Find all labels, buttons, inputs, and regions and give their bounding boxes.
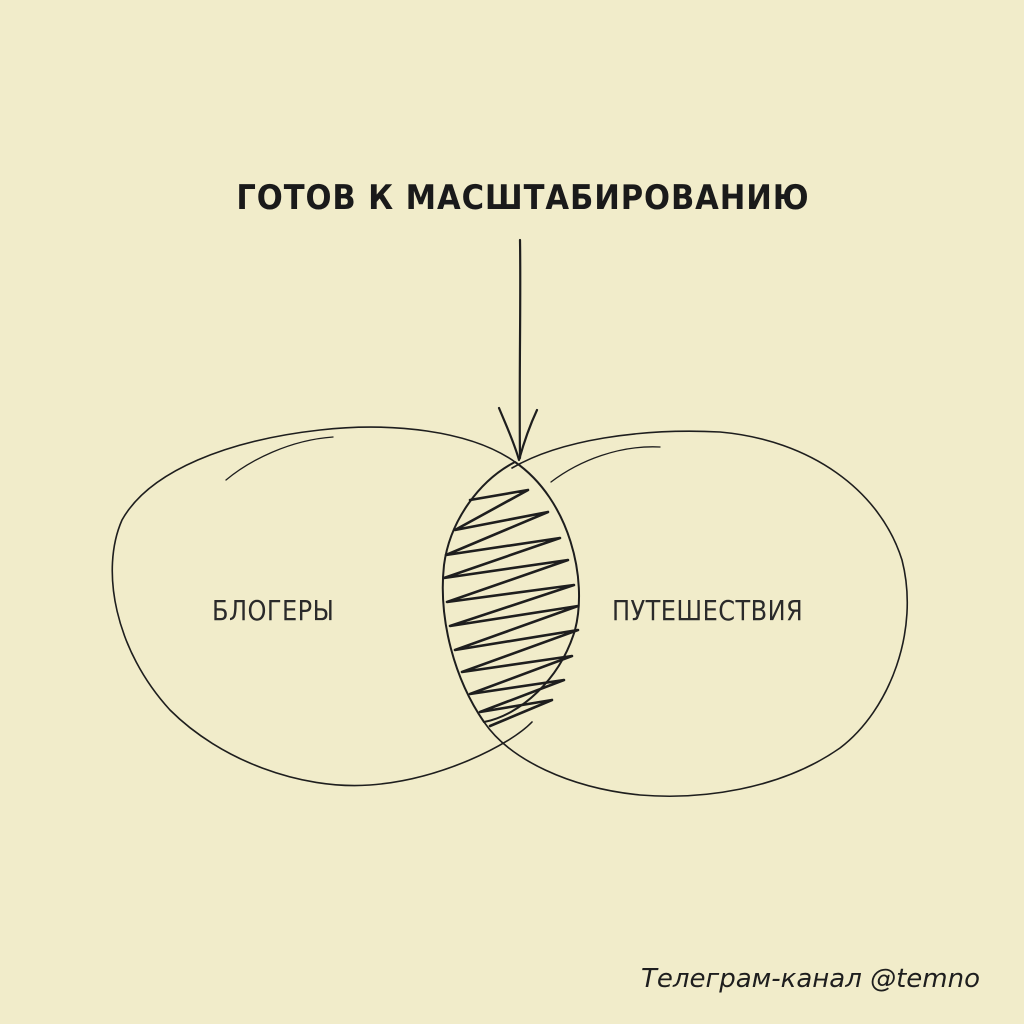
telegram-credit: Телеграм-канал @temno bbox=[641, 964, 980, 994]
right-circle bbox=[483, 430, 909, 797]
intersection-hatching bbox=[442, 488, 580, 728]
left-circle-sketch-overlap bbox=[225, 436, 334, 481]
intersection-outline bbox=[441, 461, 581, 723]
set-label-bloggers: БЛОГЕРЫ bbox=[212, 594, 335, 627]
set-label-travel: ПУТЕШЕСТВИЯ bbox=[612, 594, 804, 627]
right-circle-sketch-overlap bbox=[550, 446, 661, 483]
left-circle bbox=[111, 426, 533, 787]
diagram-title: ГОТОВ К МАСШТАБИРОВАНИЮ bbox=[236, 178, 810, 218]
arrow-head bbox=[497, 406, 539, 462]
arrow-shaft bbox=[518, 238, 522, 460]
